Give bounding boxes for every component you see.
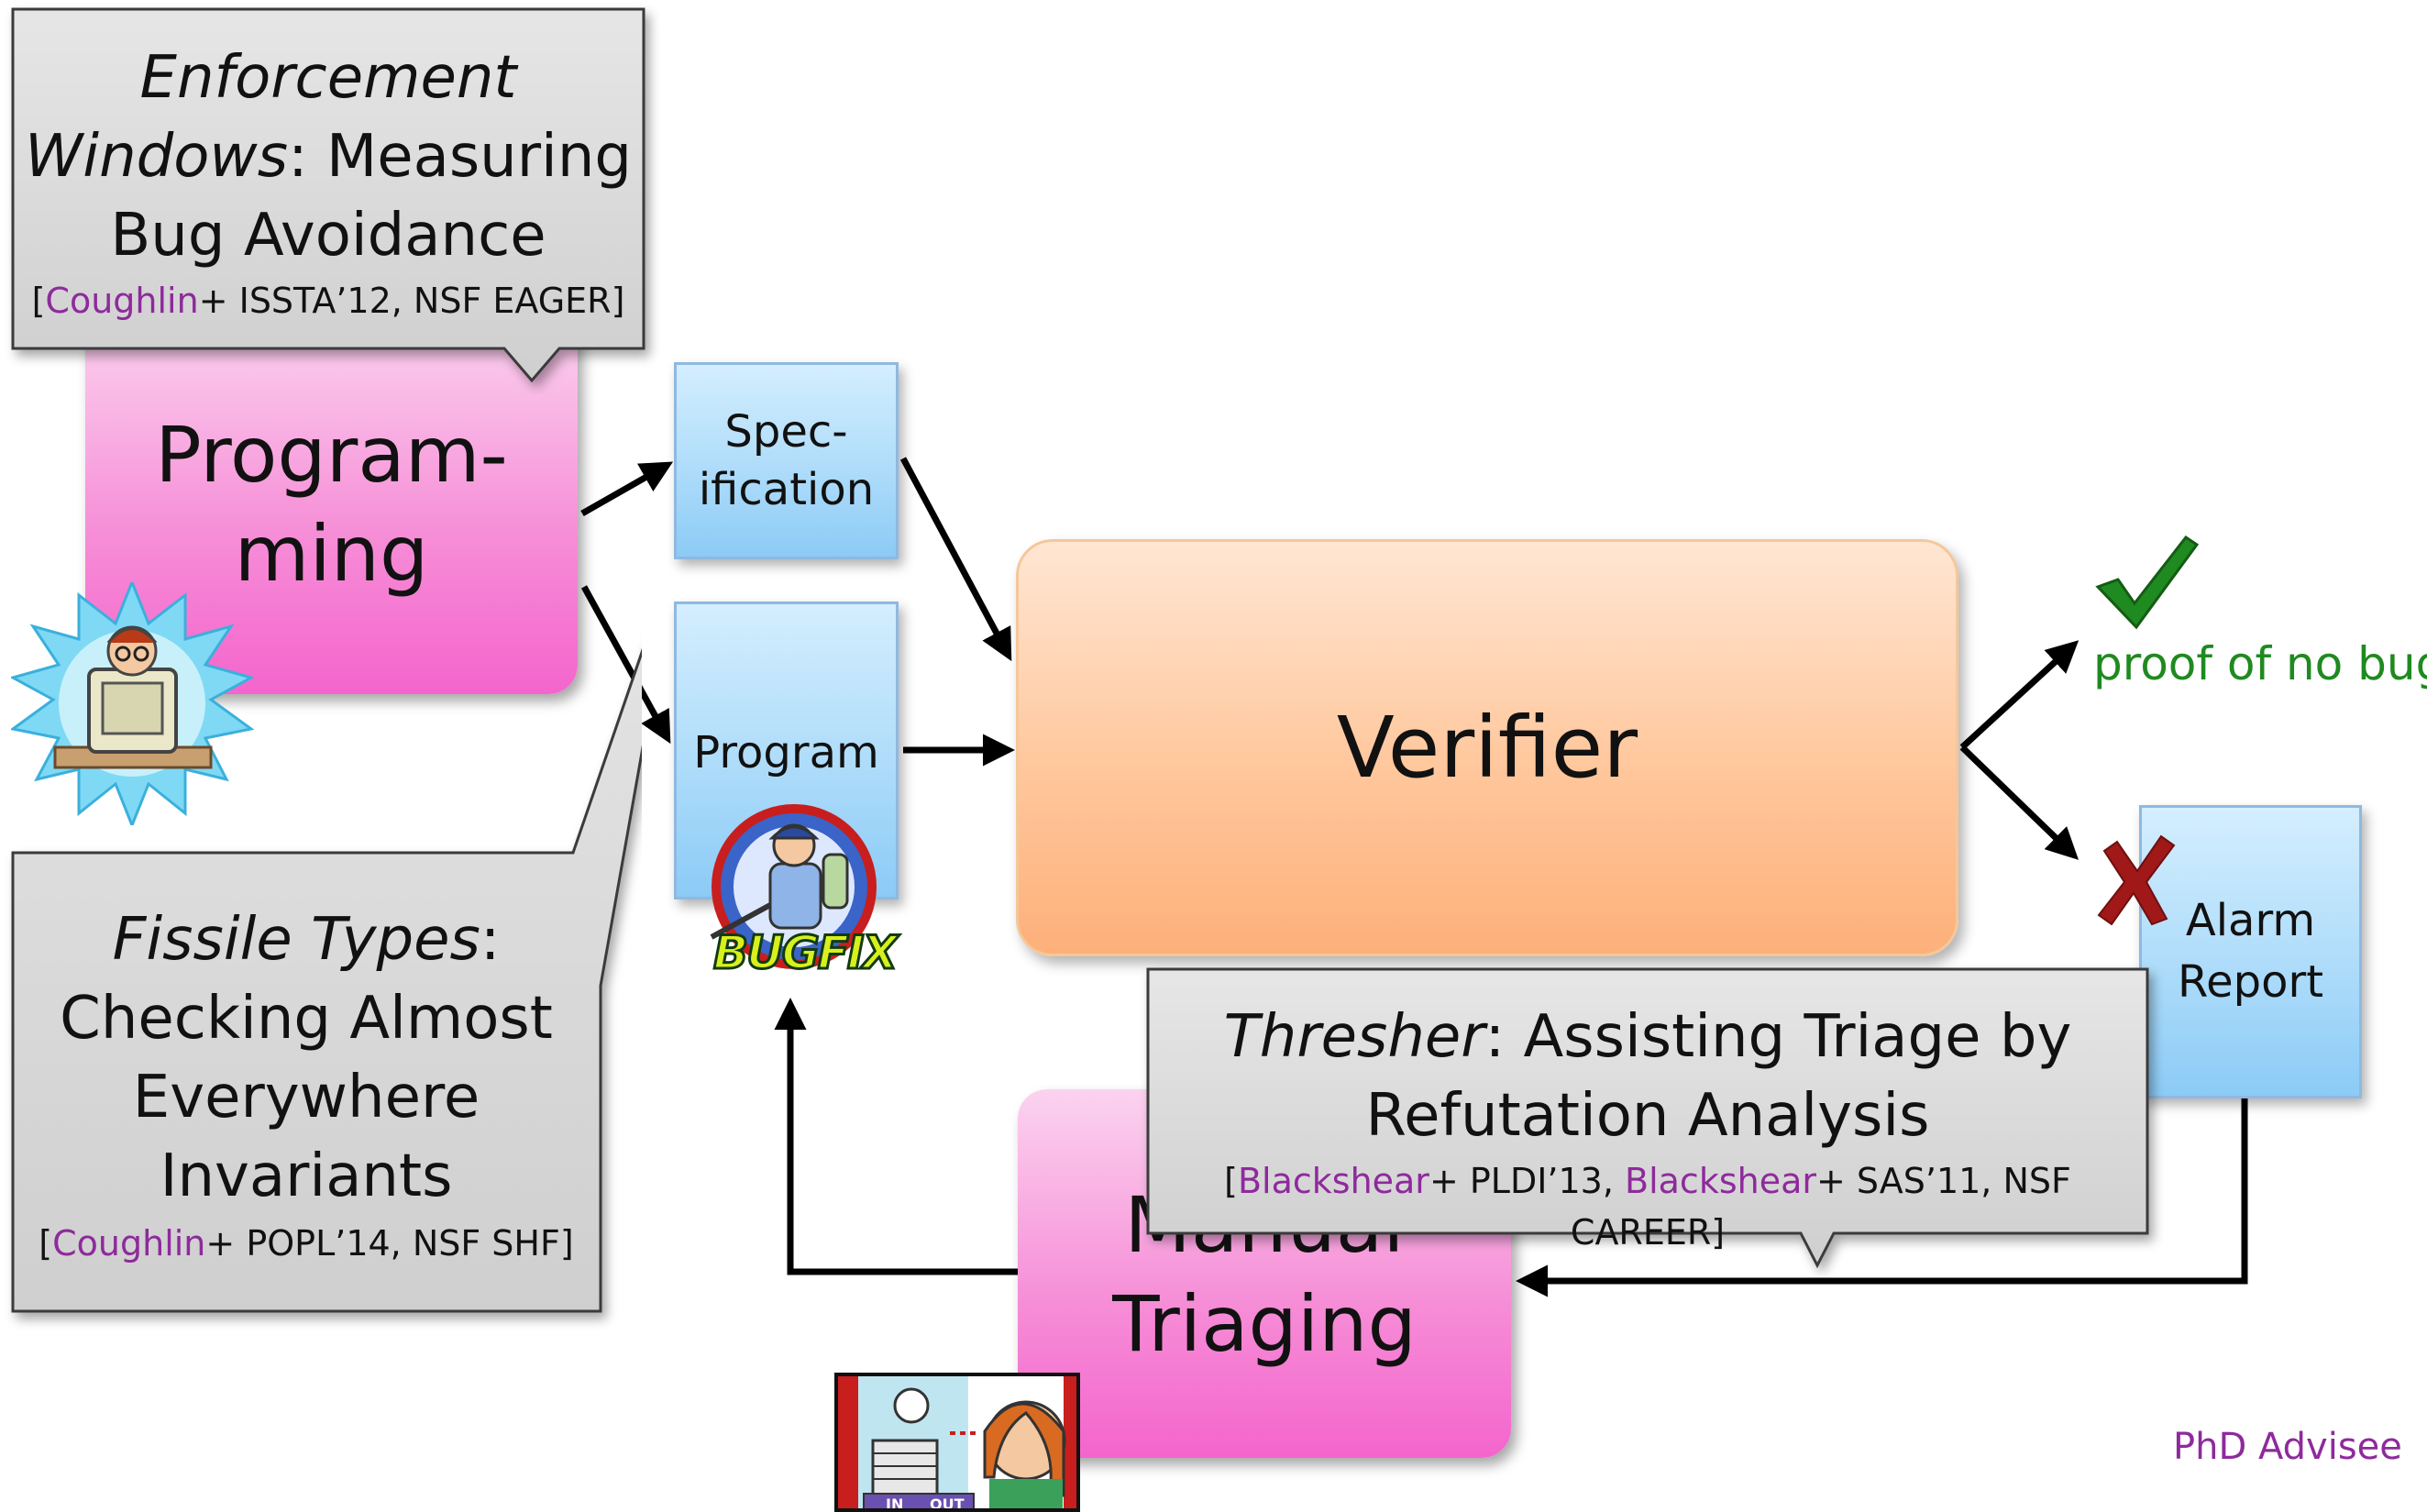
enforcement-title-line3: Bug Avoidance	[110, 202, 546, 270]
bugfix-label: BUGFIX	[712, 925, 899, 981]
programmer-clipart	[9, 578, 255, 830]
proof-of-no-bug-label: proof of no bug	[2093, 637, 2427, 690]
arrow-verifier-to-alarm	[1959, 745, 2079, 860]
thresher-title: Thresher: Assisting Triage by	[1223, 1003, 2072, 1071]
author-blackshear: Blackshear	[1237, 1161, 1429, 1201]
enforcement-callout-shape	[11, 7, 645, 383]
fissile-line2: Checking Almost	[60, 985, 553, 1053]
alarm-report-box: Alarm Report	[2139, 805, 2362, 1098]
checkmark-icon	[2091, 532, 2201, 633]
fissile-title: Fissile Types:	[112, 906, 501, 974]
fissile-citation: [Coughlin+ POPL’14, NSF SHF]	[39, 1223, 574, 1264]
author-blackshear: Blackshear	[1625, 1161, 1816, 1201]
out-label: OUT	[930, 1495, 965, 1512]
specification-box: Spec- ification	[674, 362, 899, 559]
programming-label: Program- ming	[155, 410, 508, 599]
author-coughlin: Coughlin	[52, 1223, 206, 1264]
phd-advisee-label: PhD Advisee	[2173, 1426, 2402, 1468]
bugfix-clipart: BUGFIX	[686, 800, 899, 997]
inbox-clipart: IN OUT	[834, 1373, 1080, 1512]
fissile-line3: Everywhere	[132, 1064, 480, 1131]
verifier-label: Verifier	[1336, 699, 1638, 797]
fissile-callout-shape	[11, 647, 642, 1313]
arrow-spec-to-verifier	[899, 457, 1012, 662]
thresher-line2: Refutation Analysis	[1365, 1082, 1930, 1150]
enforcement-citation: [Coughlin+ ISSTA’12, NSF EAGER]	[31, 281, 625, 321]
author-coughlin: Coughlin	[45, 281, 199, 321]
thresher-citation: [Blackshear+ PLDI’13, Blackshear+ SAS’11…	[1224, 1161, 2071, 1253]
thresher-callout-shape	[1146, 967, 2149, 1269]
arrow-verifier-to-proof	[1959, 640, 2079, 750]
arrow-triaging-to-program	[774, 998, 1018, 1275]
thresher-callout-text: Thresher: Assisting Triage by Refutation…	[1148, 998, 2147, 1258]
arrow-alarm-to-triaging	[1516, 1098, 2248, 1297]
enforcement-title-line1: Enforcement	[139, 44, 517, 112]
program-label: Program	[693, 727, 879, 778]
arrow-programming-to-program	[580, 585, 671, 745]
specification-label: Spec- ification	[698, 406, 875, 515]
fissile-line4: Invariants	[160, 1142, 453, 1210]
alarm-report-label: Alarm Report	[2177, 894, 2324, 1008]
fissile-callout-text: Fissile Types: Checking Almost Everywher…	[13, 900, 600, 1271]
arrow-programming-to-spec	[580, 461, 674, 517]
enforcement-callout-text: Enforcement Windows: Measuring Bug Avoid…	[13, 39, 644, 326]
in-label: IN	[886, 1495, 904, 1512]
verifier-box: Verifier	[1016, 539, 1958, 956]
enforcement-title-line2: Windows: Measuring	[25, 123, 632, 191]
cross-icon	[2095, 834, 2178, 926]
clock-icon	[893, 1387, 930, 1424]
